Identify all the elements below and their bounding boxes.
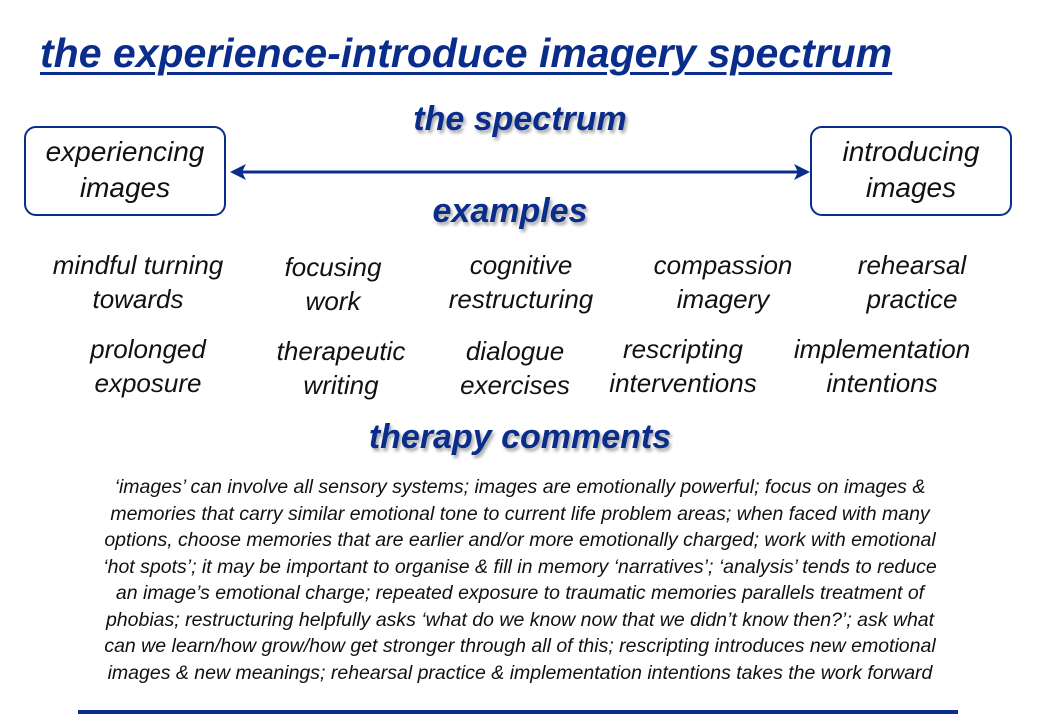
double-headed-arrow-icon: [230, 164, 810, 180]
example-cognitive-restructuring: cognitive restructuring: [448, 250, 594, 314]
example-compassion-imagery: compassion imagery: [653, 250, 793, 314]
example-implementation-intentions: implementation intentions: [793, 334, 971, 398]
example-rehearsal-practice: rehearsal practice: [857, 250, 967, 314]
example-dialogue-exercises: dialogue exercises: [460, 336, 570, 400]
comment-line: options, choose memories that are earlie…: [104, 529, 936, 551]
box-left-line2: images: [79, 172, 171, 203]
page-title: the experience-introduce imagery spectru…: [40, 30, 893, 76]
comment-line: ‘images’ can involve all sensory systems…: [114, 476, 926, 498]
comment-line: images & new meanings; rehearsal practic…: [107, 661, 933, 684]
example-focusing-work: focusing work: [284, 252, 382, 316]
box-left-line1: experiencing: [45, 136, 205, 167]
box-right-line1: introducing: [842, 136, 980, 167]
therapy-comments-heading: therapy comments: [368, 418, 672, 456]
example-therapeutic-writing: therapeutic writing: [276, 336, 406, 400]
introducing-images-box: introducing images: [810, 126, 1012, 216]
examples-heading: examples: [432, 192, 588, 230]
experiencing-images-box: experiencing images: [24, 126, 226, 216]
spectrum-heading: the spectrum: [413, 100, 627, 138]
comment-line: an image’s emotional charge; repeated ex…: [115, 582, 925, 604]
comment-line: can we learn/how grow/how get stronger t…: [104, 635, 936, 657]
example-mindful-turning: mindful turning towards: [52, 250, 224, 314]
comment-line: phobias; restructuring helpfully asks ‘w…: [105, 608, 935, 631]
comment-line: memories that carry similar emotional to…: [110, 502, 930, 525]
example-prolonged-exposure: prolonged exposure: [90, 334, 206, 398]
box-right-line2: images: [865, 172, 957, 203]
example-rescripting-interventions: rescripting interventions: [609, 334, 757, 398]
bottom-divider: [78, 710, 958, 714]
comment-line: ‘hot spots’; it may be important to orga…: [103, 555, 937, 578]
therapy-comments-text: ‘images’ can involve all sensory systems…: [22, 474, 1018, 686]
